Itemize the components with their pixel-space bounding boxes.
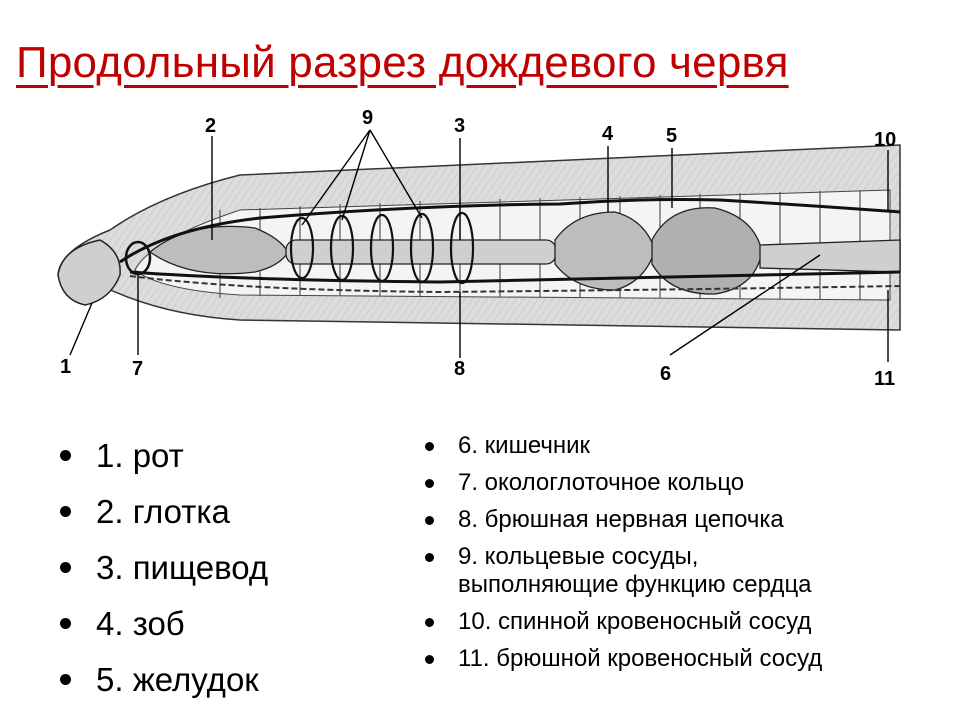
legend-item: 1. рот	[60, 434, 268, 490]
ring-vessel	[449, 211, 475, 285]
callout-6: 6	[660, 363, 671, 385]
legend-item: 8. брюшная нервная цепочка	[425, 506, 822, 534]
mouth	[57, 239, 121, 306]
legend-item: 3. пищевод	[60, 546, 268, 602]
legend-item: 2. глотка	[60, 490, 268, 546]
legend-left: 1. рот 2. глотка 3. пищевод 4. зоб 5. же…	[60, 434, 268, 714]
intestine	[759, 239, 901, 273]
ring-vessel	[289, 216, 315, 280]
callout-7: 7	[132, 358, 143, 380]
callout-1: 1	[60, 356, 71, 378]
callout-2: 2	[205, 115, 216, 137]
legend-item: 11. брюшной кровеносный сосуд	[425, 645, 822, 673]
callout-3: 3	[454, 115, 465, 137]
page-title: Продольный разрез дождевого червя	[16, 38, 789, 87]
esophagus	[285, 239, 557, 265]
legend-item: 10. спинной кровеносный сосуд	[425, 608, 822, 636]
callout-10: 10	[874, 129, 896, 151]
callout-8: 8	[454, 358, 465, 380]
legend-item-line: выполняющие функцию сердца	[458, 571, 812, 598]
legend-item: 7. окологлоточное кольцо	[425, 469, 822, 497]
ring-vessel	[409, 212, 435, 284]
callout-11: 11	[874, 368, 895, 390]
ring-vessel	[369, 213, 395, 283]
ring-vessel	[329, 214, 355, 282]
legend-item-line: 9. кольцевые сосуды,	[458, 543, 699, 570]
callout-5: 5	[666, 125, 677, 147]
ventral-nerve-cord	[129, 275, 901, 294]
dorsal-vessel	[119, 198, 901, 264]
legend-item: 5. желудок	[60, 658, 268, 714]
legend-item: 6. кишечник	[425, 432, 822, 460]
legend-right: 6. кишечник 7. окологлоточное кольцо 8. …	[425, 432, 822, 682]
legend-item: 9. кольцевые сосуды, выполняющие функцию…	[425, 543, 822, 599]
callout-4: 4	[602, 123, 614, 145]
callout-9: 9	[362, 107, 373, 129]
legend-item: 4. зоб	[60, 602, 268, 658]
earthworm-section-diagram: 1 2 3 4 5 6 7 8 9 10 11	[57, 107, 901, 390]
